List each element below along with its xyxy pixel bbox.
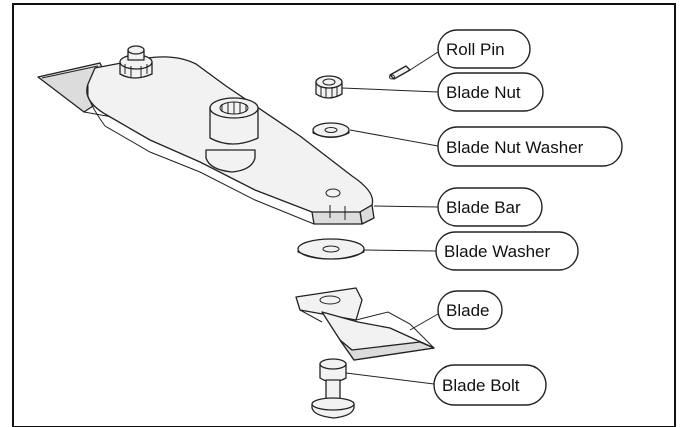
leader-lines (341, 51, 439, 385)
label-blade-washer: Blade Washer (444, 242, 550, 261)
leader-blade-nut-washer (349, 129, 439, 147)
label-blade-bar: Blade Bar (446, 198, 521, 217)
label-roll-pin: Roll Pin (446, 40, 505, 59)
blade-washer-part (297, 238, 365, 260)
label-blade-nut-washer: Blade Nut Washer (446, 138, 584, 157)
callout-blade: Blade (437, 290, 503, 330)
leader-blade-nut (341, 87, 439, 93)
diagram-frame (12, 3, 676, 427)
blade-nut-part (315, 75, 343, 99)
leader-blade (409, 313, 439, 331)
label-blade: Blade (446, 301, 489, 320)
label-blade-nut: Blade Nut (446, 83, 521, 102)
callout-blade-bolt: Blade Bolt (433, 364, 547, 406)
callout-blade-washer: Blade Washer (435, 231, 579, 271)
blade-part (295, 287, 435, 361)
blade-nut-washer-part (312, 122, 350, 138)
callout-blade-bar: Blade Bar (437, 187, 543, 227)
leader-blade-bolt (345, 372, 435, 385)
leader-roll-pin (409, 51, 439, 71)
callout-blade-nut-washer: Blade Nut Washer (437, 126, 623, 167)
roll-pin-part (389, 65, 411, 80)
leader-blade-bar (373, 205, 439, 208)
callout-roll-pin: Roll Pin (437, 29, 531, 69)
blade-bolt-part (311, 358, 355, 419)
blade-bar-part (37, 45, 375, 225)
callout-blade-nut: Blade Nut (437, 72, 544, 112)
leader-blade-washer (363, 249, 437, 252)
label-blade-bolt: Blade Bolt (442, 376, 520, 395)
